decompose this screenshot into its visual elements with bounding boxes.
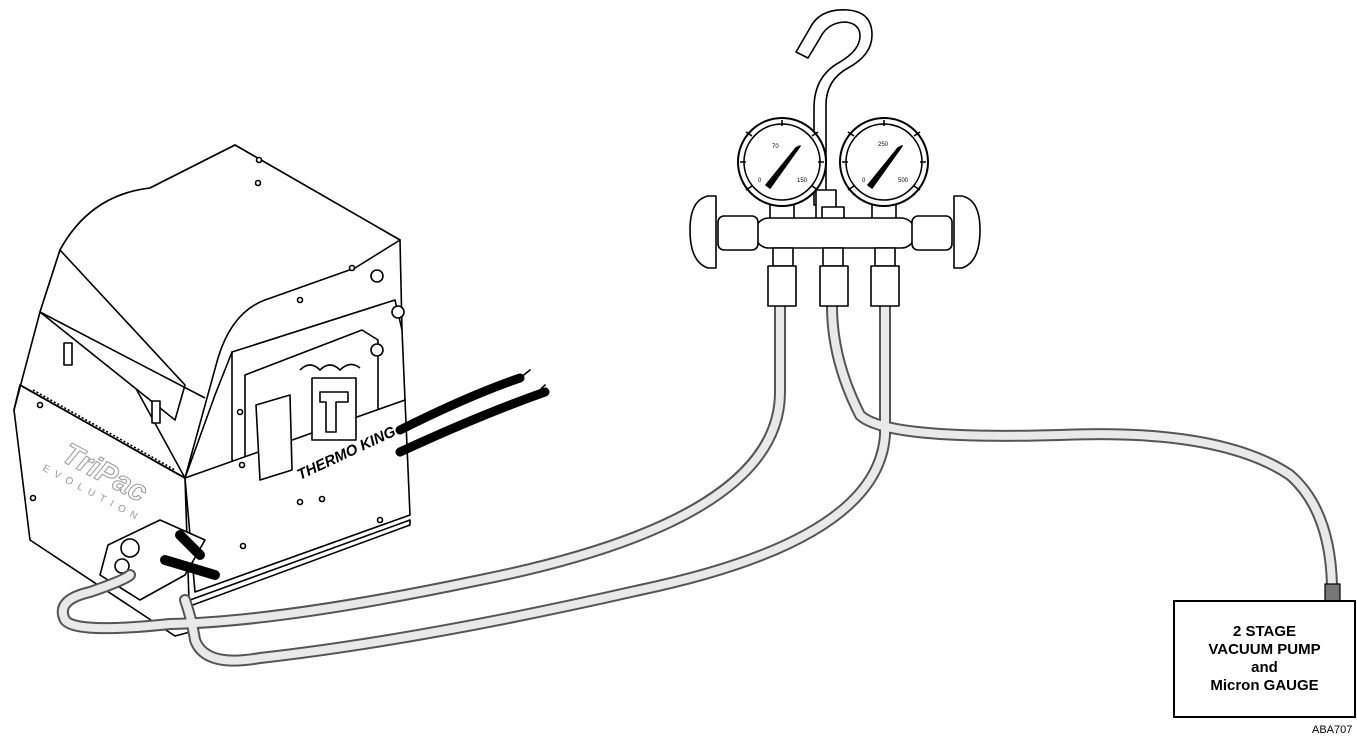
high-gauge-right-label: 500 — [898, 178, 909, 184]
low-pressure-gauge: 70 0 150 — [737, 117, 827, 223]
right-valve-knob[interactable] — [953, 195, 981, 269]
power-cable — [160, 369, 550, 580]
manifold-body — [754, 217, 916, 249]
manifold-gauge-set: 70 0 150 250 0 500 — [689, 9, 981, 307]
high-gauge-top-label: 250 — [878, 142, 889, 148]
hose-center — [826, 300, 1338, 591]
hoses — [56, 300, 1338, 667]
pump-label-line-3: and — [1251, 659, 1278, 676]
tripac-unit — [13, 144, 411, 637]
pump-label-line-4: Micron GAUGE — [1210, 677, 1319, 694]
low-gauge-right-label: 150 — [797, 178, 808, 184]
figure-code: ABA707 — [1312, 724, 1353, 736]
pump-label-line-1: 2 STAGE — [1232, 623, 1297, 640]
left-valve-knob[interactable] — [689, 195, 717, 269]
low-gauge-top-label: 70 — [772, 144, 779, 150]
high-gauge-left-label: 0 — [862, 178, 866, 184]
pump-label-line-2: VACUUM PUMP — [1208, 641, 1321, 658]
low-gauge-left-label: 0 — [758, 178, 762, 184]
manifold-ports — [767, 247, 900, 307]
vacuum-pump-box: 2 STAGE VACUUM PUMP and Micron GAUGE — [1173, 600, 1356, 718]
high-pressure-gauge: 250 0 500 — [839, 117, 929, 223]
